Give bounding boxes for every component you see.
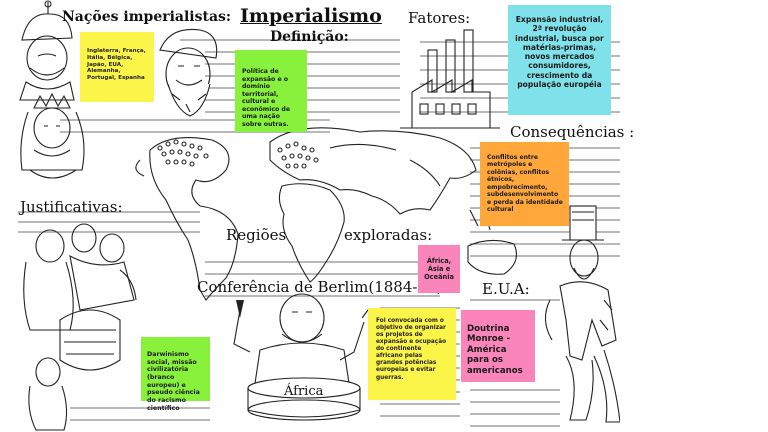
bearded-man-illustration [159, 28, 218, 117]
colonists-crowd-illustration [23, 223, 137, 431]
note-justificativas: Darwinismo social, missão civilizatória … [141, 337, 210, 412]
cake-label: África [284, 384, 324, 399]
heading-eua: E.U.A: [482, 280, 530, 298]
blank-margin [620, 0, 768, 432]
heading-justificativas: Justificativas: [20, 198, 123, 216]
note-consequencias: Conflitos entre metrópoles e colônias, c… [480, 142, 569, 226]
heading-nacoes: Nações imperialistas: [62, 9, 232, 25]
heading-conferencia: Conferência de Berlim(1884-85): [197, 278, 448, 296]
world-map-illustration [135, 127, 517, 301]
note-regioes: África, Ásia e Oceânia [418, 245, 460, 293]
helmet-figure-illustration [19, 0, 75, 101]
factory-illustration [400, 29, 500, 129]
heading-exploradas: exploradas: [344, 226, 433, 244]
note-definicao: Política de expansão e o domínio territo… [235, 50, 307, 132]
uncle-sam-illustration [544, 205, 621, 423]
note-fatores: Expansão industrial, 2ª revolução indust… [508, 5, 611, 115]
note-conferencia: Foi convocada com o objetivo de organiza… [368, 308, 456, 400]
heading-consequencias: Consequências : [510, 123, 635, 141]
bismarck-illustration [233, 293, 369, 421]
heading-fatores: Fatores: [408, 9, 471, 27]
note-nacoes: Inglaterra, França, Itália, Bélgica, Jap… [80, 32, 154, 102]
page-title: Imperialismo [240, 5, 382, 27]
heading-regioes: Regiões [226, 226, 287, 244]
heading-definicao: Definição: [270, 29, 349, 45]
queen-illustration [20, 92, 85, 179]
note-eua: Doutrina Monroe - América para os americ… [461, 310, 535, 382]
